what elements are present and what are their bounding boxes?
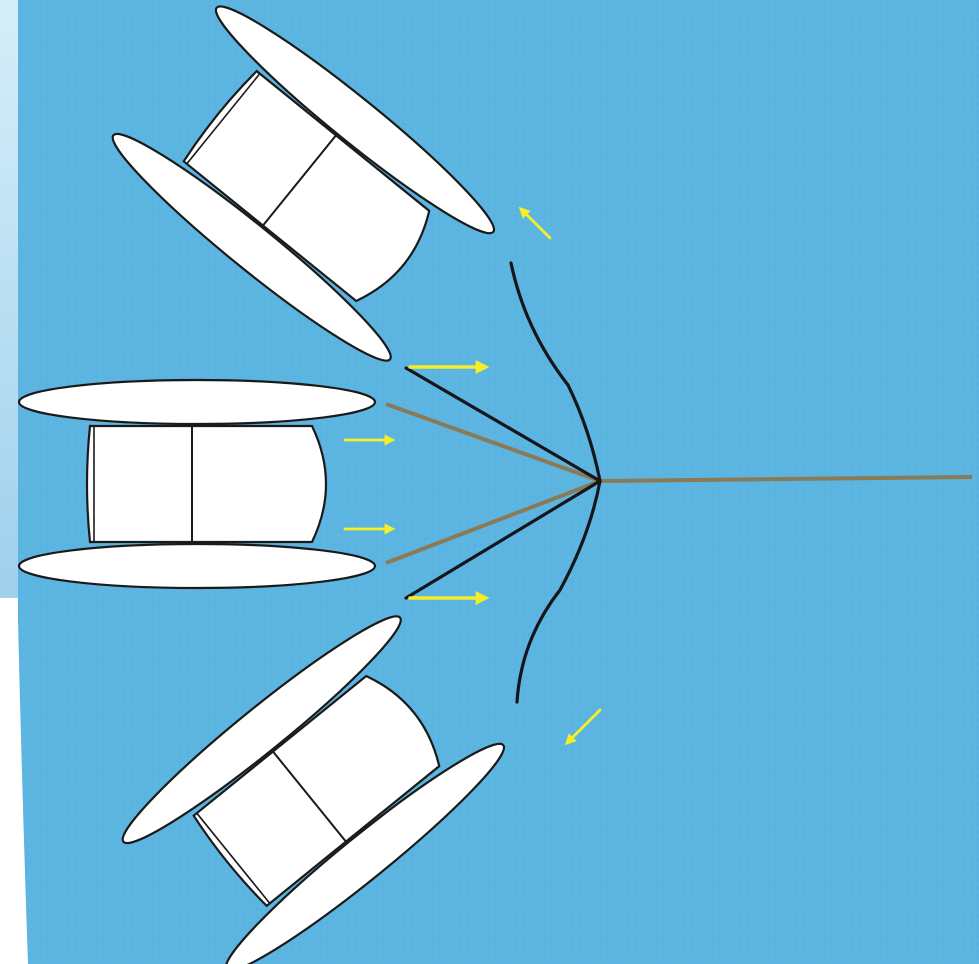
bridle-line-upper (385, 402, 601, 483)
rode-upper-outer (509, 261, 602, 483)
rode-lower-inner (404, 479, 602, 600)
arrow-down-left-icon (564, 708, 602, 746)
bridle-line-lower (385, 479, 601, 565)
rode-lower-outer (515, 479, 602, 704)
arrow-up-left-icon (518, 206, 552, 240)
rode-upper-inner (404, 366, 602, 483)
anchor-rode-main (599, 475, 973, 483)
